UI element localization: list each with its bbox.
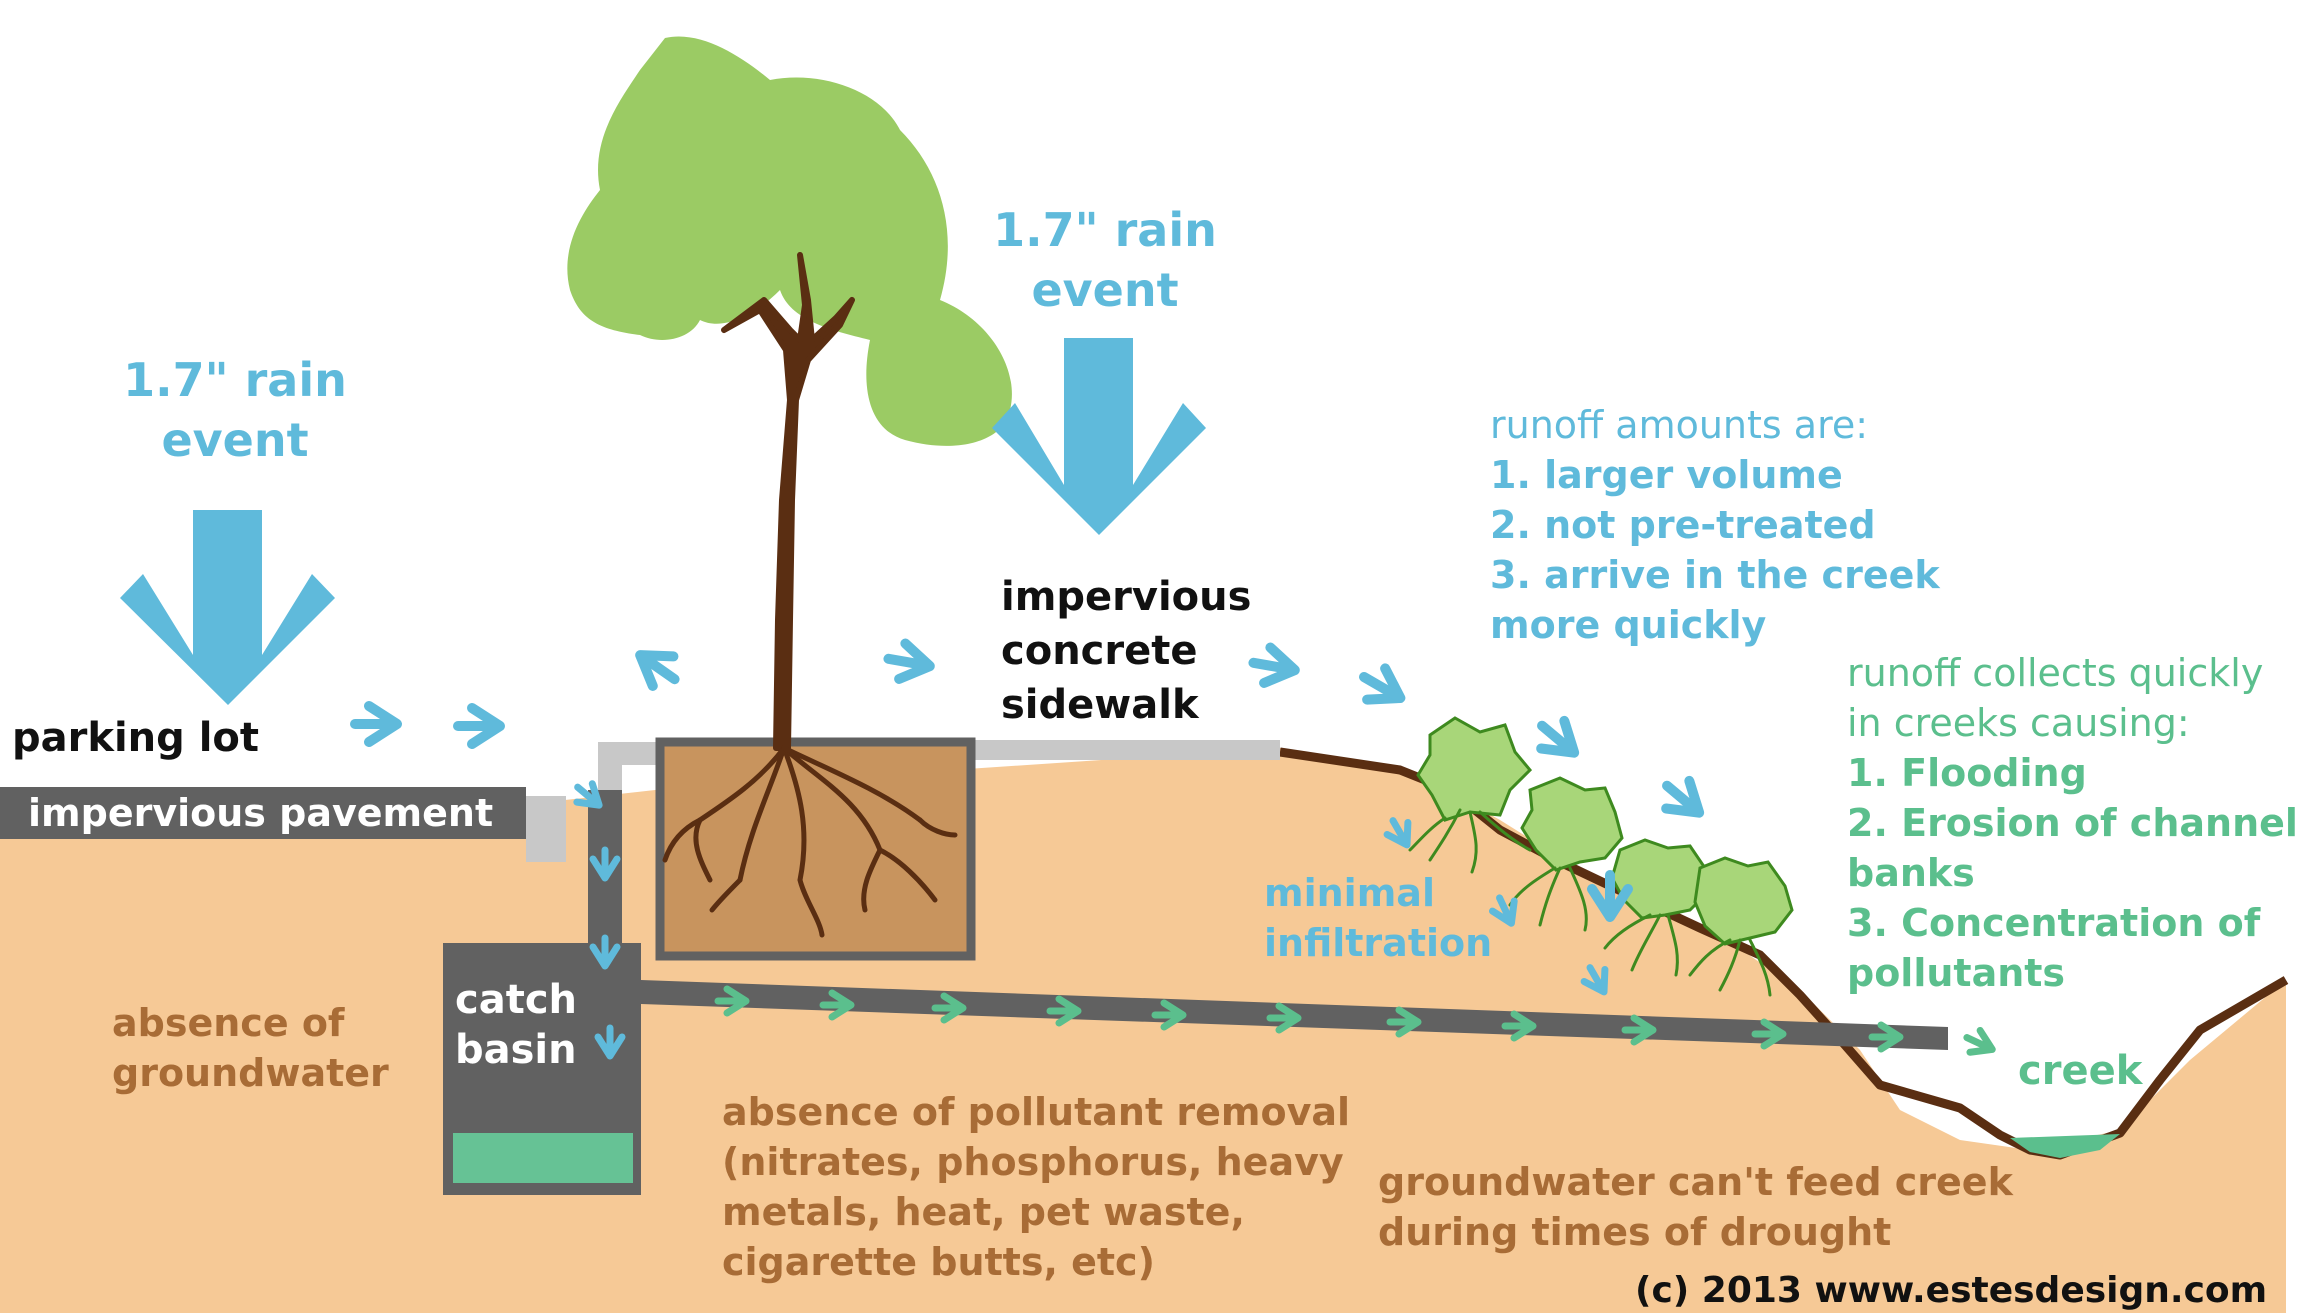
rain-label-center-line2: event [1031, 263, 1179, 317]
runoff-collects-item-3: 3. Concentration of [1847, 901, 2261, 945]
runoff-collects-heading-1: runoff collects quickly [1847, 651, 2264, 695]
runoff-collects-item-3-cont: pollutants [1847, 951, 2066, 995]
parking-lot-label: parking lot [12, 715, 260, 761]
catch-basin-label: catch basin [455, 975, 577, 1075]
sidewalk-label: impervious concrete sidewalk [1001, 570, 1251, 732]
curb-top [598, 742, 660, 800]
runoff-amounts-block: runoff amounts are: 1. larger volume 2. … [1490, 400, 1940, 650]
runoff-collects-block: runoff collects quickly in creeks causin… [1847, 648, 2298, 998]
catch-basin-line1: catch [455, 977, 578, 1023]
catch-basin-line2: basin [455, 1027, 577, 1073]
runoff-amounts-item-1: 1. larger volume [1490, 453, 1843, 497]
sidewalk-label-line1: impervious [1001, 574, 1252, 620]
runoff-collects-item-1: 1. Flooding [1847, 751, 2087, 795]
rain-label-center: 1.7" rain event [990, 200, 1220, 320]
groundwater-drought-line1: groundwater can't feed creek [1378, 1160, 2013, 1204]
absence-pollutant-line4: cigarette butts, etc) [722, 1240, 1155, 1284]
tree-roots [662, 745, 958, 938]
tree-canopy [567, 36, 1012, 446]
slope-shrubs [1416, 716, 1794, 946]
runoff-amounts-item-2: 2. not pre-treated [1490, 503, 1876, 547]
curb [526, 796, 566, 862]
runoff-amounts-item-3: 3. arrive in the creek [1490, 553, 1940, 597]
groundwater-drought-line2: during times of drought [1378, 1210, 1892, 1254]
rain-arrow-left [120, 510, 335, 705]
runoff-amounts-item-3-cont: more quickly [1490, 603, 1767, 647]
absence-pollutant-label: absence of pollutant removal (nitrates, … [722, 1087, 1350, 1287]
shrub-roots [1408, 808, 1772, 997]
concrete-sidewalk [964, 740, 1280, 760]
impervious-pavement-label: impervious pavement [28, 791, 494, 835]
creek-label: creek [2018, 1048, 2143, 1094]
sidewalk-label-line2: concrete [1001, 628, 1198, 674]
runoff-collects-item-2-cont: banks [1847, 851, 1975, 895]
absence-pollutant-line2: (nitrates, phosphorus, heavy [722, 1140, 1344, 1184]
rain-label-left-line2: event [161, 413, 309, 467]
runoff-collects-heading-2: in creeks causing: [1847, 701, 2190, 745]
copyright-label: (c) 2013 www.estesdesign.com [1635, 1270, 2268, 1311]
rain-label-left: 1.7" rain event [120, 350, 350, 470]
runoff-collects-item-2: 2. Erosion of channel [1847, 801, 2298, 845]
runoff-amounts-heading: runoff amounts are: [1490, 403, 1869, 447]
sidewalk-label-line3: sidewalk [1001, 682, 1199, 728]
absence-groundwater-line2: groundwater [112, 1051, 389, 1095]
minimal-infiltration-line1: minimal [1264, 871, 1435, 915]
absence-groundwater-label: absence of groundwater [112, 998, 389, 1098]
absence-pollutant-line3: metals, heat, pet waste, [722, 1190, 1245, 1234]
rain-arrow-center [992, 338, 1206, 535]
groundwater-drought-label: groundwater can't feed creek during time… [1378, 1157, 2013, 1257]
creek-water [2010, 1134, 2120, 1158]
tree-trunk [721, 252, 855, 751]
minimal-infiltration-label: minimal infiltration [1264, 868, 1492, 968]
catch-basin-water [453, 1133, 633, 1183]
absence-pollutant-line1: absence of pollutant removal [722, 1090, 1351, 1134]
absence-groundwater-line1: absence of [112, 1001, 345, 1045]
impervious-pavement [0, 787, 526, 839]
rain-label-center-line1: 1.7" rain [993, 203, 1217, 257]
rain-label-left-line1: 1.7" rain [123, 353, 347, 407]
minimal-infiltration-line2: infiltration [1264, 921, 1493, 965]
